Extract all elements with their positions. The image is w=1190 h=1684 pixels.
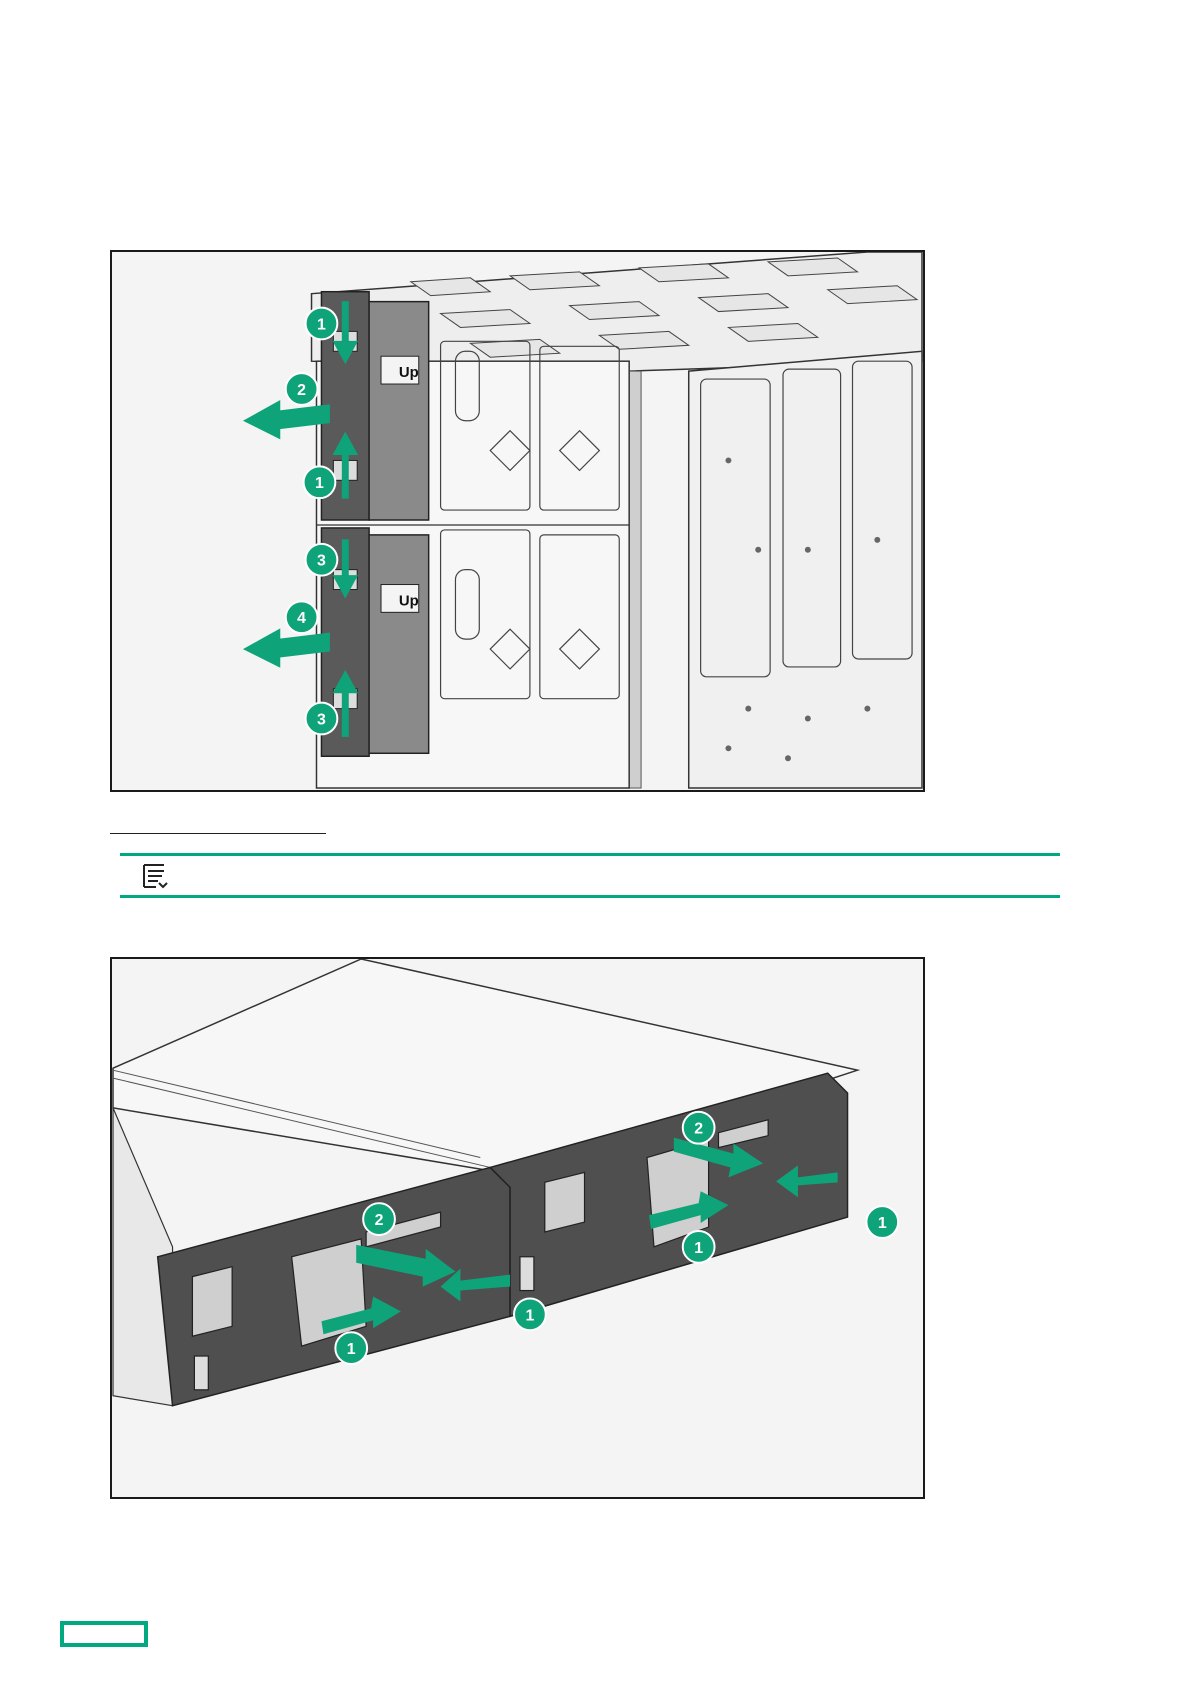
figure-top: Up Up 1 2 1 [110, 250, 925, 792]
module-label-top: Up [399, 365, 419, 381]
callout-b-1c: 1 [683, 1231, 715, 1263]
callout-b-1b: 1 [514, 1298, 546, 1330]
svg-text:1: 1 [315, 475, 324, 492]
figure-bottom-illustration: 2 1 1 2 1 1 [112, 959, 923, 1497]
hpe-logo-icon [60, 1621, 148, 1647]
callout-b-2b: 2 [683, 1112, 715, 1144]
callout-b-2a: 2 [363, 1203, 395, 1235]
callout-4: 4 [286, 601, 318, 633]
svg-text:2: 2 [375, 1212, 384, 1229]
callout-3b: 3 [306, 703, 338, 735]
svg-text:1: 1 [347, 1341, 356, 1358]
note-icon [142, 862, 168, 890]
svg-text:4: 4 [297, 610, 306, 627]
figure-top-illustration: Up Up 1 2 1 [112, 252, 923, 790]
svg-text:2: 2 [694, 1121, 703, 1138]
callout-b-1a: 1 [335, 1332, 367, 1364]
note-box [120, 853, 1060, 898]
callout-3a: 3 [306, 544, 338, 576]
svg-text:1: 1 [525, 1307, 534, 1324]
callout-1a: 1 [306, 308, 338, 340]
callout-1b: 1 [304, 466, 336, 498]
svg-text:3: 3 [317, 553, 326, 570]
svg-text:3: 3 [317, 711, 326, 728]
section-rule [110, 833, 326, 834]
callout-b-1d: 1 [866, 1206, 898, 1238]
svg-text:1: 1 [878, 1215, 887, 1232]
svg-text:2: 2 [297, 382, 306, 399]
figure-bottom: 2 1 1 2 1 1 [110, 957, 925, 1499]
svg-text:1: 1 [317, 316, 326, 333]
callout-2: 2 [286, 373, 318, 405]
module-label-bottom: Up [399, 593, 419, 609]
svg-text:1: 1 [694, 1240, 703, 1257]
